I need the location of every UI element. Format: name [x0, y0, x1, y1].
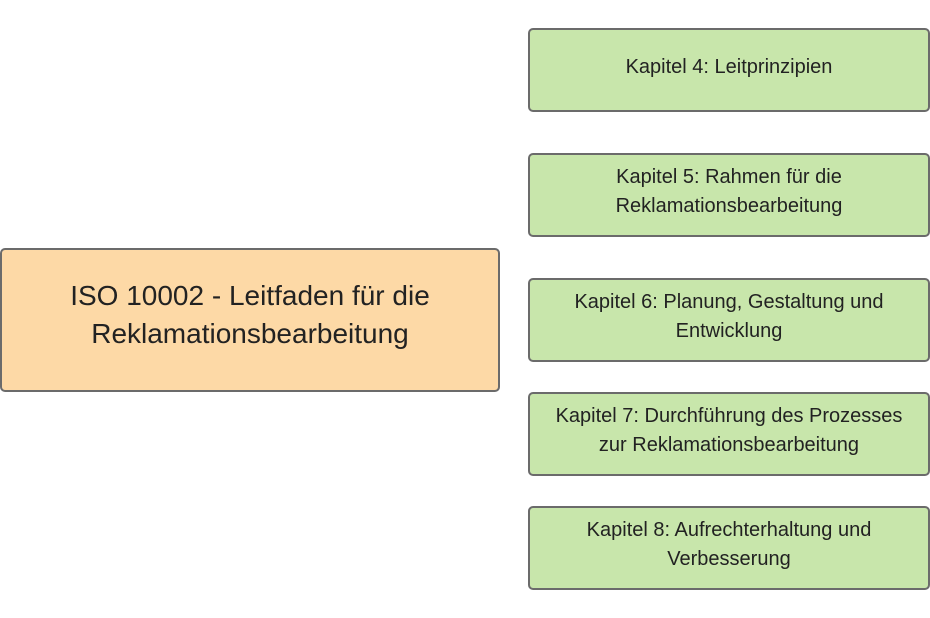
chapter-label-line1: Kapitel 8: Aufrechterhaltung und: [586, 519, 872, 541]
chapter-label: Kapitel 8: Aufrechterhaltung und Verbess…: [587, 516, 872, 574]
chapter-node-6: Kapitel 6: Planung, Gestaltung und Entwi…: [528, 278, 930, 362]
chapter-label-line2: Reklamationsbearbeitung: [615, 195, 843, 217]
chapter-label-line2: zur Reklamationsbearbeitung: [598, 434, 860, 456]
chapter-label: Kapitel 7: Durchführung des Prozesses zu…: [556, 402, 903, 460]
root-node: ISO 10002 - Leitfaden für die Reklamatio…: [0, 248, 500, 392]
chapter-label-line1: Kapitel 7: Durchführung des Prozesses: [555, 405, 903, 427]
root-label-line1: ISO 10002 - Leitfaden für die: [70, 280, 430, 311]
chapter-node-8: Kapitel 8: Aufrechterhaltung und Verbess…: [528, 506, 930, 590]
root-label: ISO 10002 - Leitfaden für die Reklamatio…: [70, 277, 430, 353]
chapter-node-5: Kapitel 5: Rahmen für die Reklamationsbe…: [528, 153, 930, 237]
chapter-label-line2: Entwicklung: [675, 320, 783, 342]
chapter-label-line2: Verbesserung: [667, 548, 791, 570]
chapter-label-line1: Kapitel 5: Rahmen für die: [616, 166, 842, 188]
chapter-node-7: Kapitel 7: Durchführung des Prozesses zu…: [528, 392, 930, 476]
chapter-label-line1: Kapitel 4: Leitprinzipien: [625, 55, 833, 78]
chapter-node-4: Kapitel 4: Leitprinzipien: [528, 28, 930, 112]
chapter-label-line1: Kapitel 6: Planung, Gestaltung und: [574, 291, 884, 313]
chapter-label: Kapitel 4: Leitprinzipien: [626, 53, 833, 82]
chapter-label: Kapitel 6: Planung, Gestaltung und Entwi…: [574, 288, 883, 346]
root-label-line2: Reklamationsbearbeitung: [91, 318, 409, 349]
chapter-label: Kapitel 5: Rahmen für die Reklamationsbe…: [616, 163, 843, 221]
